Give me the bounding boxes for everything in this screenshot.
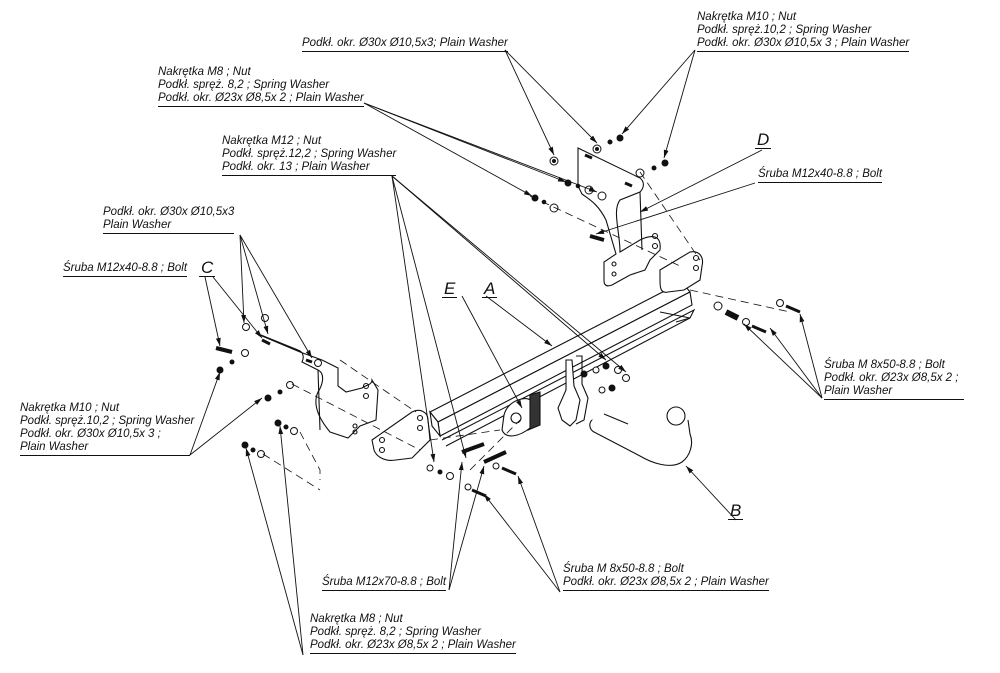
- part-letter-b: B: [728, 501, 744, 520]
- callout-line: Nakrętka M8 ; Nut: [310, 613, 403, 625]
- callout-bottom-m8x50-set: Śruba M 8x50-8.8 ; Bolt Podkł. okr. Ø23x…: [563, 563, 769, 591]
- callout-upper-left-m8-set: Nakrętka M8 ; Nut Podkł. spręż. 8,2 ; Sp…: [158, 66, 364, 107]
- bracket-c: [255, 332, 379, 439]
- callout-line: Podkł. spręż.10,2 ; Spring Washer: [697, 24, 872, 36]
- callout-line: Podkł. spręż.12,2 ; Spring Washer: [222, 148, 397, 160]
- callout-line: Podkł. okr. Ø23x Ø8,5x 2 ; Plain Washer: [563, 576, 769, 591]
- callout-line: Śruba M 8x50-8.8 ; Bolt: [563, 563, 684, 575]
- callout-line: Podkł. spręż.10,2 ; Spring Washer: [20, 415, 195, 427]
- part-letter-c: C: [199, 258, 216, 277]
- callout-line: Śruba M12x40-8.8 ; Bolt: [63, 262, 188, 277]
- callout-left-plain-washer: Podkł. okr. Ø30x Ø10,5x3 Plain Washer: [103, 206, 235, 234]
- part-letter-d: D: [755, 130, 772, 149]
- callout-line: Nakrętka M8 ; Nut: [158, 66, 251, 78]
- callout-line: Podkł. okr. Ø30x Ø10,5x 3 ;: [20, 428, 161, 440]
- callout-line: Nakrętka M12 ; Nut: [222, 135, 322, 147]
- callout-left-m10-set: Nakrętka M10 ; Nut Podkł. spręż.10,2 ; S…: [20, 402, 194, 456]
- callout-line: Podkł. okr. Ø30x Ø10,5x3: [103, 206, 235, 218]
- callout-line: Podkł. okr. Ø23x Ø8,5x 2 ;: [824, 372, 959, 384]
- callout-bottom-bolt-m12x70: Śruba M12x70-8.8 ; Bolt: [322, 576, 447, 591]
- callout-line: Plain Washer: [824, 385, 964, 400]
- callout-bottom-m8-set: Nakrętka M8 ; Nut Podkł. spręż. 8,2 ; Sp…: [310, 613, 516, 654]
- callout-line: Śruba M12x70-8.8 ; Bolt: [322, 576, 447, 591]
- assembly-lines: [262, 171, 791, 491]
- callout-line: Podkł. spręż. 8,2 ; Spring Washer: [310, 626, 482, 638]
- callout-line: Podkł. okr. Ø23x Ø8,5x 2 ; Plain Washer: [310, 639, 516, 654]
- right-side-plate: [659, 251, 704, 293]
- fasteners: [215, 134, 801, 498]
- callout-left-bolt-m12x40: Śruba M12x40-8.8 ; Bolt: [63, 262, 188, 277]
- callout-line: Podkł. okr. Ø23x Ø8,5x 2 ; Plain Washer: [158, 92, 364, 107]
- bracket-d: [577, 147, 661, 287]
- callout-line: Śruba M12x40-8.8 ; Bolt: [758, 168, 883, 183]
- callout-line: Podkł. okr. Ø30x Ø10,5x3; Plain Washer: [302, 37, 508, 52]
- callout-line: Podkł. okr. Ø30x Ø10,5x 3 ; Plain Washer: [697, 37, 910, 52]
- callout-line: Podkł. spręż. 8,2 ; Spring Washer: [158, 79, 330, 91]
- callout-m12-nut-set: Nakrętka M12 ; Nut Podkł. spręż.12,2 ; S…: [222, 135, 397, 176]
- callout-right-m8x50-set: Śruba M 8x50-8.8 ; Bolt Podkł. okr. Ø23x…: [824, 359, 964, 400]
- callout-line: Podkł. okr. 13 ; Plain Washer: [222, 161, 397, 176]
- socket-plate-e: [501, 391, 541, 437]
- callout-line: Nakrętka M10 ; Nut: [20, 402, 120, 414]
- callout-line: Nakrętka M10 ; Nut: [697, 11, 797, 23]
- part-letter-a: A: [482, 279, 498, 298]
- part-letter-e: E: [442, 279, 458, 298]
- leader-lines: [189, 49, 823, 656]
- callout-top-right-nut-set: Nakrętka M10 ; Nut Podkł. spręż.10,2 ; S…: [697, 11, 910, 52]
- callout-top-plain-washer: Podkł. okr. Ø30x Ø10,5x3; Plain Washer: [302, 37, 508, 52]
- callout-line: Plain Washer: [20, 441, 190, 456]
- callout-line: Śruba M 8x50-8.8 ; Bolt: [824, 359, 945, 371]
- callout-right-bolt-m12x40: Śruba M12x40-8.8 ; Bolt: [758, 168, 883, 183]
- callout-line: Plain Washer: [103, 219, 235, 234]
- towball-b: [589, 406, 693, 466]
- left-side-plate: [371, 409, 431, 461]
- center-bracket: [557, 355, 589, 427]
